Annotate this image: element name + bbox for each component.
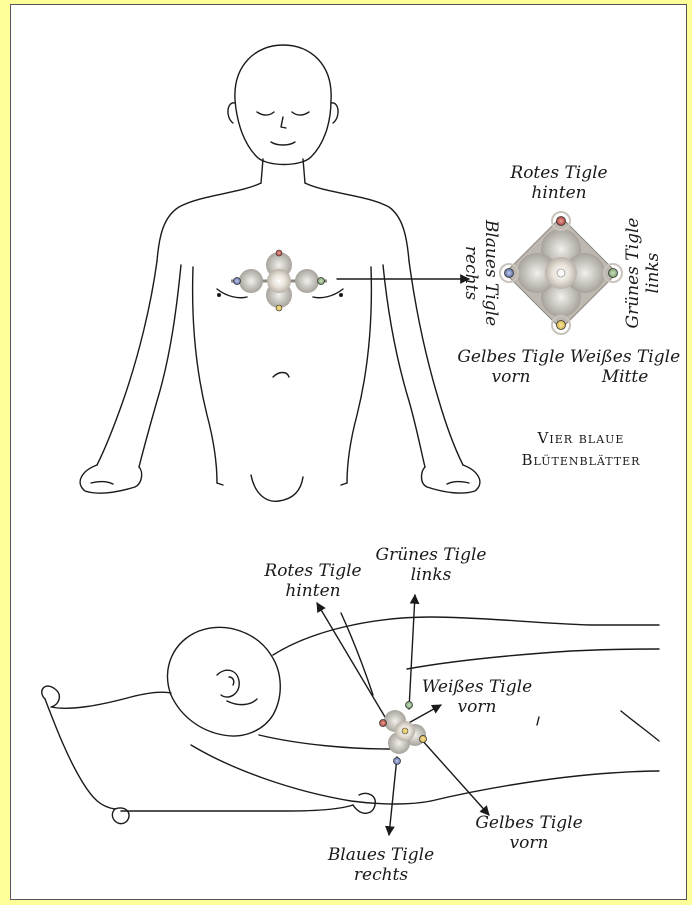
caption-line: Blütenblätter <box>501 449 661 471</box>
label-line: Weißes Tigle <box>567 347 683 367</box>
chakra-diamond <box>500 212 622 334</box>
label-line: Gelbes Tigle <box>469 813 589 833</box>
label-rotes-tigle-top: Rotes Tigle hinten <box>499 163 619 203</box>
label-rotes-tigle-bottom: Rotes Tigle hinten <box>253 561 373 601</box>
label-line: Blaues Tigle <box>319 845 443 865</box>
label-line: vorn <box>455 367 567 387</box>
label-line: vorn <box>469 833 589 853</box>
reclining-figure <box>42 613 659 824</box>
label-blaues-tigle-top: Blaues Tigle rechts <box>461 215 501 331</box>
label-gelbes-tigle-bottom: Gelbes Tigle vorn <box>469 813 589 853</box>
label-line: Mitte <box>567 367 683 387</box>
caption-line: Vier blaue <box>501 427 661 449</box>
label-line: links <box>643 215 663 331</box>
label-gruenes-tigle-bottom: Grünes Tigle links <box>369 545 493 585</box>
pillow <box>42 686 171 708</box>
chest-chakra-small <box>231 250 327 311</box>
label-line: Blaues Tigle <box>481 215 501 331</box>
label-line: rechts <box>461 215 481 331</box>
reclining-head <box>167 627 280 736</box>
label-line: Rotes Tigle <box>253 561 373 581</box>
label-line: rechts <box>319 865 443 885</box>
caption-vier-blaue-bluetenblaetter: Vier blaue Blütenblätter <box>501 427 661 471</box>
label-line: Grünes Tigle <box>623 215 643 331</box>
label-line: Rotes Tigle <box>499 163 619 183</box>
label-line: links <box>369 565 493 585</box>
label-line: vorn <box>415 697 539 717</box>
label-gelbes-tigle-top: Gelbes Tigle vorn <box>455 347 567 387</box>
label-line: Grünes Tigle <box>369 545 493 565</box>
label-blaues-tigle-bottom: Blaues Tigle rechts <box>319 845 443 885</box>
label-weisses-tigle-top: Weißes Tigle Mitte <box>567 347 683 387</box>
label-line: hinten <box>253 581 373 601</box>
standing-head <box>235 45 331 165</box>
label-line: Weißes Tigle <box>415 677 539 697</box>
label-line: Gelbes Tigle <box>455 347 567 367</box>
label-weisses-tigle-bottom: Weißes Tigle vorn <box>415 677 539 717</box>
label-line: hinten <box>499 183 619 203</box>
illustration-frame: Rotes Tigle hinten Blaues Tigle rechts G… <box>10 4 687 900</box>
label-gruenes-tigle-top: Grünes Tigle links <box>623 215 663 331</box>
